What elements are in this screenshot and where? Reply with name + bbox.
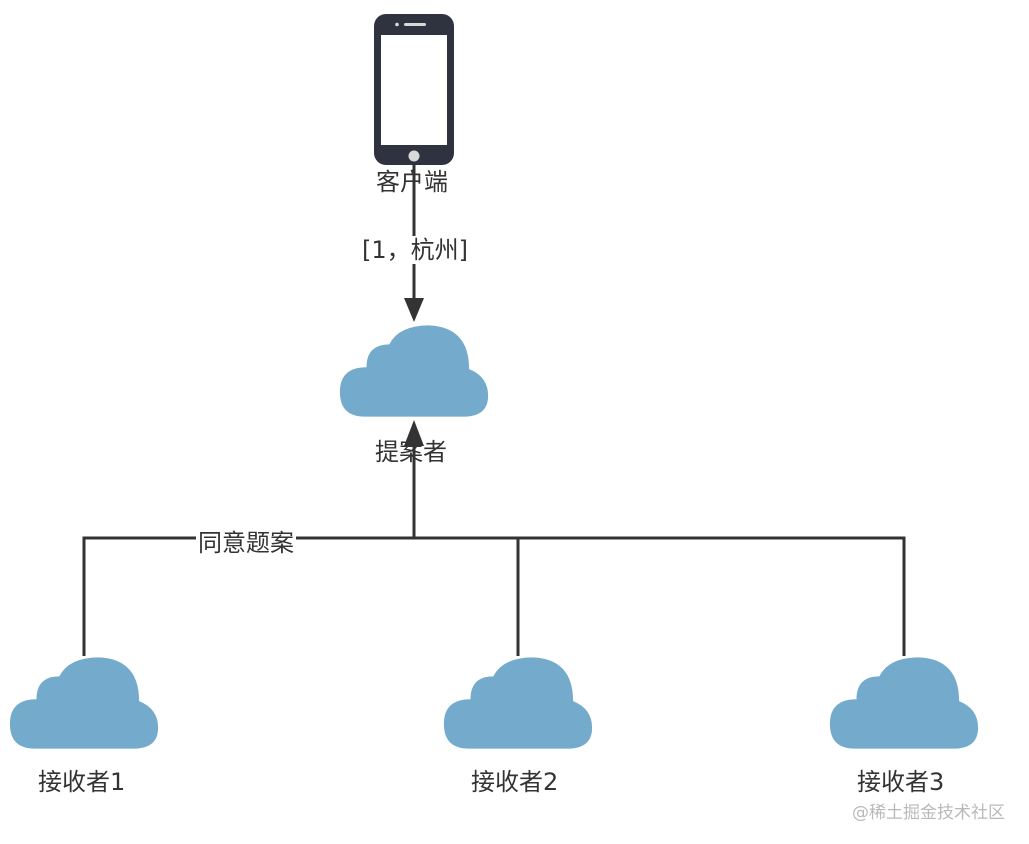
smartphone-icon (374, 14, 454, 165)
receiver-3-cloud-icon (829, 657, 979, 749)
receiver-2-label: 接收者2 (471, 768, 559, 796)
receiver-1-label: 接收者1 (38, 768, 126, 796)
watermark: @稀土掘金技术社区 (852, 803, 1005, 823)
edge-client-to-proposer (404, 165, 424, 322)
edge-arrowhead (404, 420, 424, 446)
client-label: 客户端 (376, 168, 448, 196)
receiver-3-label: 接收者3 (857, 768, 945, 796)
proposer-label: 提案者 (375, 438, 447, 466)
proposer-cloud-icon (339, 325, 489, 417)
edge-label-request: [1，杭州] (360, 236, 470, 264)
edge-label-agree: 同意题案 (196, 529, 296, 557)
receiver-1-cloud-icon (9, 657, 159, 749)
receiver-2-cloud-icon (443, 657, 593, 749)
edge-receivers-to-proposer (82, 444, 906, 656)
